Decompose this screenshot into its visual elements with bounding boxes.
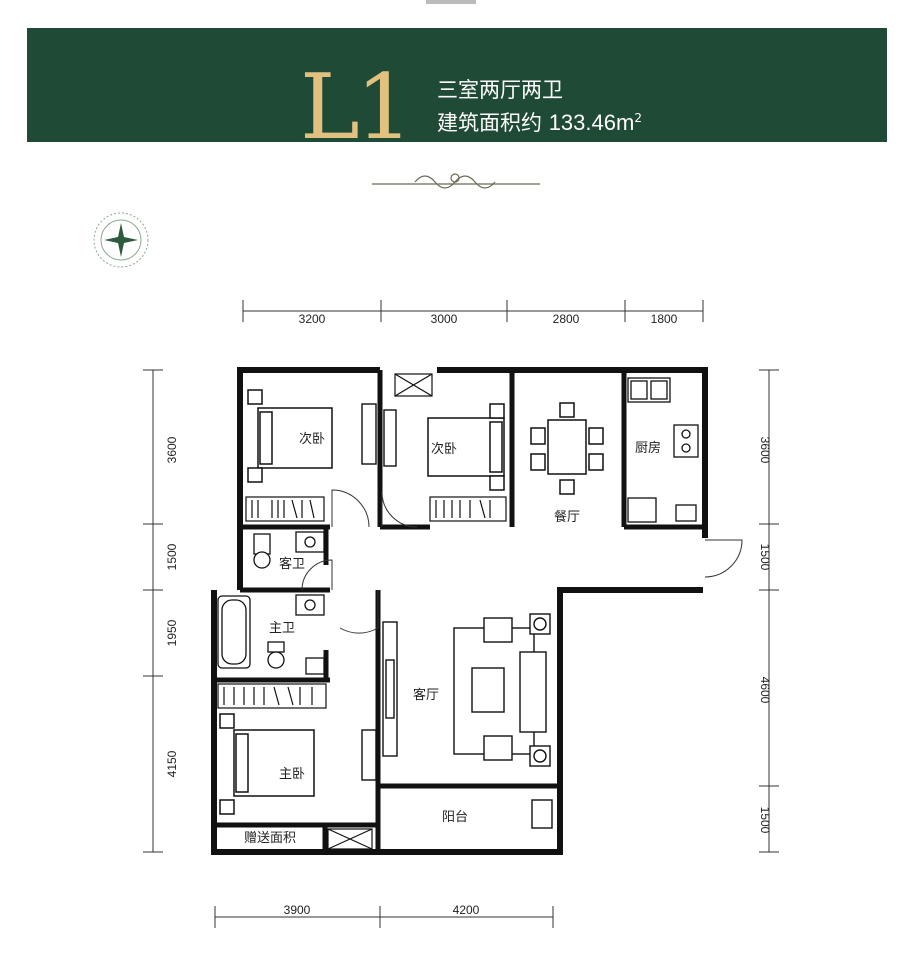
ornament-divider: [372, 173, 540, 189]
dim-top-2: 3000: [431, 312, 458, 326]
dimension-lines: [143, 300, 779, 928]
top-crop-mark: [426, 0, 476, 4]
interior-walls: [214, 370, 703, 852]
area-label: 建筑面积约: [437, 111, 542, 135]
compass-icon: [93, 212, 149, 268]
area-value: 133.46m: [548, 110, 635, 135]
label-kitchen: 厨房: [635, 440, 661, 456]
wardrobes: [217, 373, 507, 850]
exterior-walls: [211, 367, 708, 855]
dim-top-4: 1800: [651, 312, 678, 326]
label-bedroom-2b: 次卧: [431, 441, 457, 457]
dim-right-2: 1500: [758, 544, 772, 571]
room-labels: 次卧 次卧 餐厅 厨房 客卫 主卫 客厅 主卧 阳台 赠送面积: [244, 431, 661, 846]
dim-right-4: 1500: [758, 807, 772, 834]
kitchen-fixtures: [627, 377, 699, 523]
dim-left-3: 1950: [165, 619, 179, 646]
beds: [219, 389, 505, 815]
label-bonus-area: 赠送面积: [244, 831, 296, 846]
dim-bottom-1: 3900: [284, 903, 311, 917]
label-dining: 餐厅: [554, 509, 580, 525]
dim-right-3: 4600: [758, 677, 772, 704]
dim-top-1: 3200: [299, 312, 326, 326]
dim-left-4: 4150: [165, 750, 179, 777]
dimension-labels: 3200 3000 2800 1800 3600 1500 1950 4150 …: [165, 312, 772, 917]
dining-set: [530, 402, 604, 495]
header-banner: L1 三室两厅两卫 建筑面积约 133.46m2: [27, 28, 887, 158]
dim-left-1: 3600: [165, 436, 179, 463]
label-master-bedroom: 主卧: [279, 767, 305, 782]
doors: [301, 489, 743, 634]
dim-bottom-2: 4200: [453, 903, 480, 917]
plan-code: L1: [300, 55, 413, 160]
living-furniture: [361, 403, 553, 829]
label-guest-bath: 客卫: [279, 556, 305, 572]
label-living: 客厅: [413, 687, 439, 703]
bathroom-fixtures: [217, 531, 325, 675]
label-master-bath: 主卫: [269, 621, 295, 636]
label-bedroom-2a: 次卧: [299, 431, 325, 447]
dim-right-1: 3600: [758, 437, 772, 464]
layout-text: 三室两厅两卫: [437, 78, 563, 102]
label-balcony: 阳台: [442, 810, 468, 825]
area-unit-sup: 2: [634, 111, 642, 125]
plan-subtitle: 三室两厅两卫 建筑面积约 133.46m2: [437, 76, 642, 137]
area-line: 建筑面积约 133.46m2: [437, 104, 642, 137]
dim-left-2: 1500: [165, 543, 179, 570]
dim-top-3: 2800: [553, 312, 580, 326]
